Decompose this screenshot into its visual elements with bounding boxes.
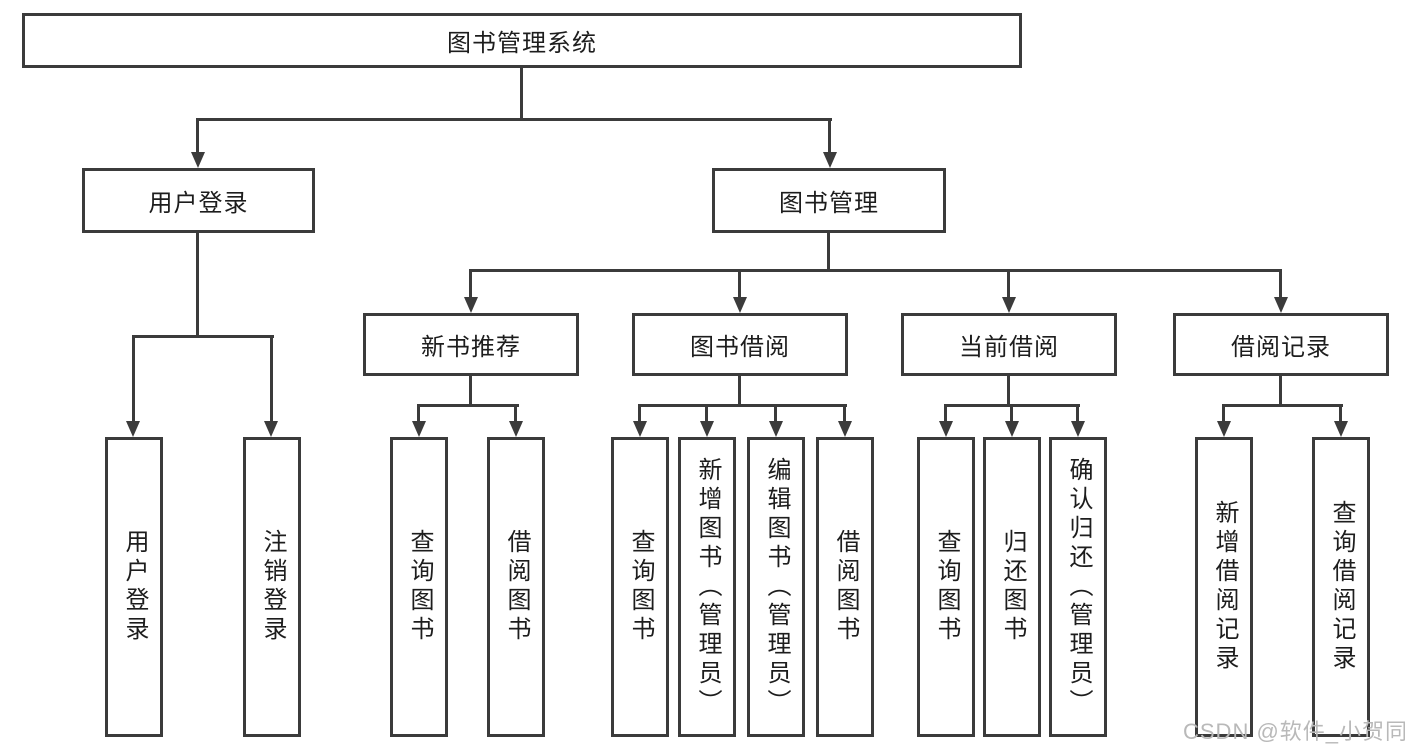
arrow-down-icon: [1071, 421, 1085, 437]
connector-line: [196, 118, 199, 154]
leaf-add-books-admin: 新增图书（管理员）: [678, 437, 736, 737]
connector-line: [1222, 404, 1343, 407]
leaf-logout: 注销登录: [243, 437, 301, 737]
connector-line: [270, 335, 273, 423]
arrow-down-icon: [126, 421, 140, 437]
arrow-down-icon: [838, 421, 852, 437]
connector-line: [1007, 376, 1010, 407]
connector-line: [1339, 404, 1342, 424]
arrow-down-icon: [1274, 297, 1288, 313]
leaf-add-borrow-record-label: 新增借阅记录: [1211, 500, 1238, 674]
connector-line: [1007, 269, 1010, 299]
connector-line: [1279, 376, 1282, 407]
connector-line: [1222, 404, 1225, 424]
node-borrow-record: 借阅记录: [1173, 313, 1389, 376]
connector-line: [132, 335, 135, 423]
connector-line: [843, 404, 846, 424]
node-root: 图书管理系统: [22, 13, 1022, 68]
leaf-user-login: 用户登录: [105, 437, 163, 737]
connector-line: [514, 404, 517, 424]
node-new-book-recommend-label: 新书推荐: [421, 334, 521, 361]
leaf-confirm-return-admin: 确认归还（管理员）: [1049, 437, 1107, 737]
arrow-down-icon: [412, 421, 426, 437]
leaf-current-query-books-label: 查询图书: [933, 529, 960, 645]
arrow-down-icon: [1217, 421, 1231, 437]
arrow-down-icon: [191, 152, 205, 168]
leaf-logout-label: 注销登录: [259, 529, 286, 645]
connector-line: [944, 404, 947, 424]
leaf-add-books-admin-label: 新增图书（管理员）: [694, 456, 721, 718]
node-root-label: 图书管理系统: [447, 30, 597, 57]
connector-line: [417, 404, 420, 424]
leaf-edit-books-admin-label: 编辑图书（管理员）: [763, 456, 790, 718]
node-book-management-label: 图书管理: [779, 190, 879, 217]
leaf-recommend-query-books: 查询图书: [390, 437, 448, 737]
node-borrow-record-label: 借阅记录: [1231, 334, 1331, 361]
leaf-recommend-borrow-books: 借阅图书: [487, 437, 545, 737]
connector-line: [469, 269, 472, 299]
connector-line: [774, 404, 777, 424]
leaf-edit-books-admin: 编辑图书（管理员）: [747, 437, 805, 737]
arrow-down-icon: [769, 421, 783, 437]
leaf-current-query-books: 查询图书: [917, 437, 975, 737]
node-book-borrow-label: 图书借阅: [690, 334, 790, 361]
connector-line: [828, 118, 831, 154]
node-book-borrow: 图书借阅: [632, 313, 848, 376]
leaf-return-books-label: 归还图书: [999, 529, 1026, 645]
leaf-recommend-query-books-label: 查询图书: [406, 529, 433, 645]
connector-line: [520, 68, 523, 120]
csdn-watermark: CSDN @软件_小贺同学: [1183, 719, 1405, 744]
leaf-recommend-borrow-books-label: 借阅图书: [503, 529, 530, 645]
leaf-return-books: 归还图书: [983, 437, 1041, 737]
leaf-borrow-books-label: 借阅图书: [832, 529, 859, 645]
connector-line: [469, 269, 1282, 272]
connector-line: [638, 404, 847, 407]
connector-line: [827, 233, 830, 271]
leaf-query-borrow-record: 查询借阅记录: [1312, 437, 1370, 737]
arrow-down-icon: [1005, 421, 1019, 437]
leaf-query-borrow-record-label: 查询借阅记录: [1328, 500, 1355, 674]
leaf-user-login-label: 用户登录: [121, 529, 148, 645]
leaf-add-borrow-record: 新增借阅记录: [1195, 437, 1253, 737]
leaf-borrow-query-books: 查询图书: [611, 437, 669, 737]
connector-line: [196, 118, 832, 121]
node-new-book-recommend: 新书推荐: [363, 313, 579, 376]
connector-line: [738, 269, 741, 299]
leaf-confirm-return-admin-label: 确认归还（管理员）: [1065, 456, 1092, 718]
node-current-borrow: 当前借阅: [901, 313, 1117, 376]
arrow-down-icon: [264, 421, 278, 437]
arrow-down-icon: [633, 421, 647, 437]
node-user-login: 用户登录: [82, 168, 315, 233]
arrow-down-icon: [464, 297, 478, 313]
node-book-management: 图书管理: [712, 168, 946, 233]
arrow-down-icon: [509, 421, 523, 437]
connector-line: [1279, 269, 1282, 299]
arrow-down-icon: [700, 421, 714, 437]
arrow-down-icon: [939, 421, 953, 437]
node-user-login-label: 用户登录: [148, 190, 249, 217]
connector-line: [705, 404, 708, 424]
arrow-down-icon: [1002, 297, 1016, 313]
leaf-borrow-books: 借阅图书: [816, 437, 874, 737]
connector-line: [132, 335, 274, 338]
arrow-down-icon: [1334, 421, 1348, 437]
connector-line: [469, 376, 472, 407]
connector-line: [1076, 404, 1079, 424]
connector-line: [738, 376, 741, 407]
connector-line: [196, 233, 199, 337]
connector-line: [417, 404, 519, 407]
arrow-down-icon: [733, 297, 747, 313]
connector-line: [638, 404, 641, 424]
node-current-borrow-label: 当前借阅: [959, 334, 1059, 361]
arrow-down-icon: [823, 152, 837, 168]
leaf-borrow-query-books-label: 查询图书: [627, 529, 654, 645]
connector-line: [1010, 404, 1013, 424]
